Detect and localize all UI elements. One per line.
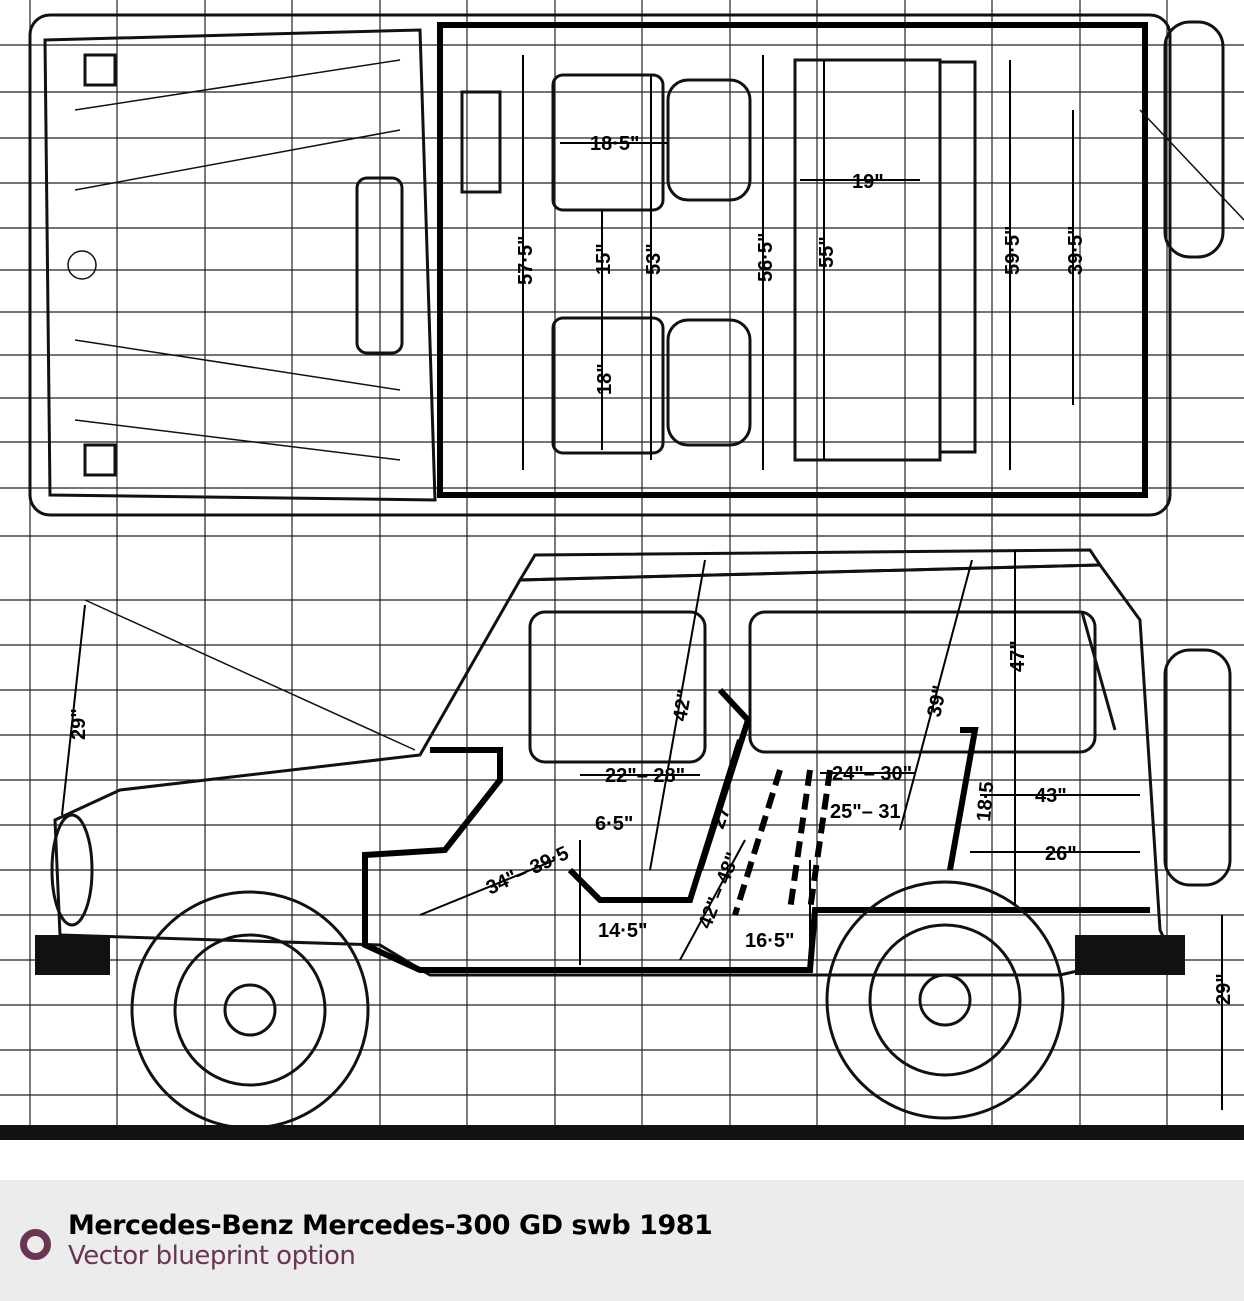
dim-label: 42" (669, 688, 696, 723)
side-view (35, 548, 1232, 1130)
side-view-labels: 29" 42" 39" 47" 22"– 28" 24"– 30" 25"– 3… (68, 640, 1235, 1005)
top-view (28, 13, 1244, 517)
dim-label: 15" (593, 243, 615, 275)
dim-label: 18·5 (973, 781, 998, 823)
dim-label: 39·5" (1065, 225, 1087, 275)
dim-label: 47" (1007, 640, 1029, 672)
dim-label: 18·5" (590, 133, 640, 155)
dim-label: 16·5" (745, 930, 795, 952)
dim-label: 55" (816, 236, 838, 268)
dim-label: 18" (594, 363, 616, 395)
dim-label: 22"– 28" (605, 765, 685, 787)
dim-label: 29" (1213, 973, 1235, 1005)
blueprint-drawing: 18·5" 19" 15" 53" 57·5" 56·5" 55" 59·5" … (0, 0, 1244, 1140)
dim-label: 59·5" (1002, 225, 1024, 275)
dim-label: 39" (923, 683, 951, 719)
dim-label: 14·5" (598, 920, 648, 942)
dim-label: 19" (852, 171, 884, 193)
dim-label: 24"– 30" (832, 763, 912, 785)
top-view-labels: 18·5" 19" 15" 53" 57·5" 56·5" 55" 59·5" … (515, 133, 1087, 395)
dim-label: 6·5" (595, 813, 633, 835)
dim-label: 29" (68, 708, 90, 740)
blueprint-title: Mercedes-Benz Mercedes-300 GD swb 1981 (68, 1210, 713, 1241)
blueprint-subtitle[interactable]: Vector blueprint option (68, 1241, 356, 1271)
dim-label: 56·5" (755, 232, 777, 282)
dim-label: 27" (707, 794, 739, 831)
dim-label: 53" (643, 243, 665, 275)
dim-label: 43" (1035, 785, 1067, 807)
dim-label: 34"– 39·5 (483, 842, 572, 899)
ring-icon (20, 1229, 51, 1260)
dim-label: 57·5" (515, 235, 537, 285)
dim-label: 25"– 31 (830, 801, 901, 823)
ground-line (0, 1125, 1244, 1140)
caption-bar: Mercedes-Benz Mercedes-300 GD swb 1981 V… (0, 1180, 1244, 1301)
dim-label: 26" (1045, 843, 1077, 865)
